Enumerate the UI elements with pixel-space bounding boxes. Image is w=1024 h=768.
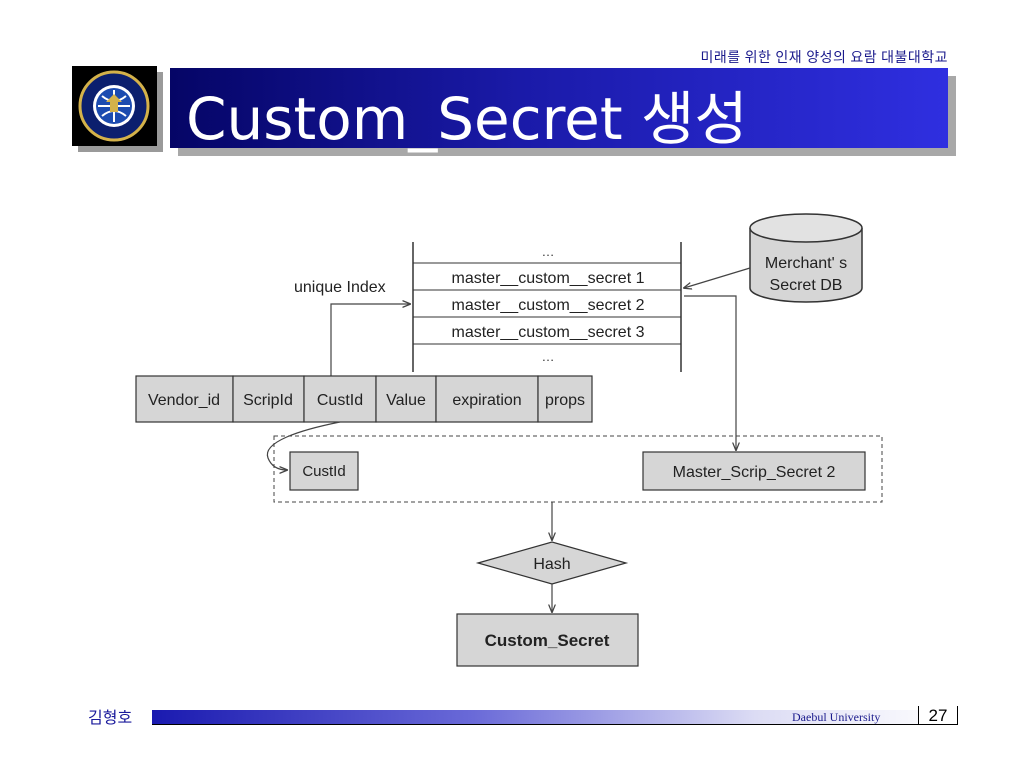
custid-copy-arrow <box>266 421 341 470</box>
field-value: Value <box>386 392 426 409</box>
table-row-2: master__custom__secret 2 <box>452 297 645 314</box>
custid-to-index-arrow <box>330 304 410 376</box>
db-to-table-arrow <box>684 267 751 288</box>
page-title: Custom_Secret 생성 <box>186 85 748 153</box>
unique-index-label: unique Index <box>294 279 386 296</box>
table-row-3: master__custom__secret 3 <box>452 324 645 341</box>
master-scrip-secret-box <box>642 451 866 491</box>
merchant-secret-db: Merchant' s Secret DB <box>749 213 863 303</box>
field-expiration: expiration <box>452 392 521 409</box>
table-row-1: master__custom__secret 1 <box>452 270 645 287</box>
university-logo <box>72 66 157 146</box>
page-number: 27 <box>918 706 958 725</box>
footer-author: 김형호 <box>88 708 133 727</box>
master-scrip-secret-label: Master_Scrip_Secret 2 <box>673 464 836 481</box>
title-bar: Custom_Secret 생성 <box>170 68 948 153</box>
hash-input-group <box>273 435 883 503</box>
field-cust-id: CustId <box>317 392 363 409</box>
custom-secret-box <box>456 613 639 667</box>
custid-box-label: CustId <box>302 463 345 480</box>
table-ellipsis-bottom: … <box>542 349 555 364</box>
field-scrip-id: ScripId <box>243 392 293 409</box>
field-vendor-id: Vendor_id <box>148 392 220 409</box>
footer-bar <box>152 710 956 725</box>
tagline: 미래를 위한 인재 양성의 요람 대불대학교 <box>700 51 948 66</box>
db-label-line1: Merchant' s <box>765 255 847 272</box>
secret-table: … master__custom__secret 1 master__custo… <box>412 242 682 372</box>
db-label-line2: Secret DB <box>770 277 843 294</box>
table-ellipsis-top: … <box>542 244 555 259</box>
footer-university: Daebul University <box>792 710 881 724</box>
custom-secret-label: Custom_Secret <box>485 631 610 650</box>
scrip-fields: Vendor_id ScripId CustId Value expiratio… <box>135 375 593 423</box>
hash-diamond <box>475 541 629 585</box>
hash-label: Hash <box>533 556 570 573</box>
custid-box <box>289 451 359 491</box>
field-props: props <box>545 392 585 409</box>
table-to-master-arrow <box>684 295 736 450</box>
